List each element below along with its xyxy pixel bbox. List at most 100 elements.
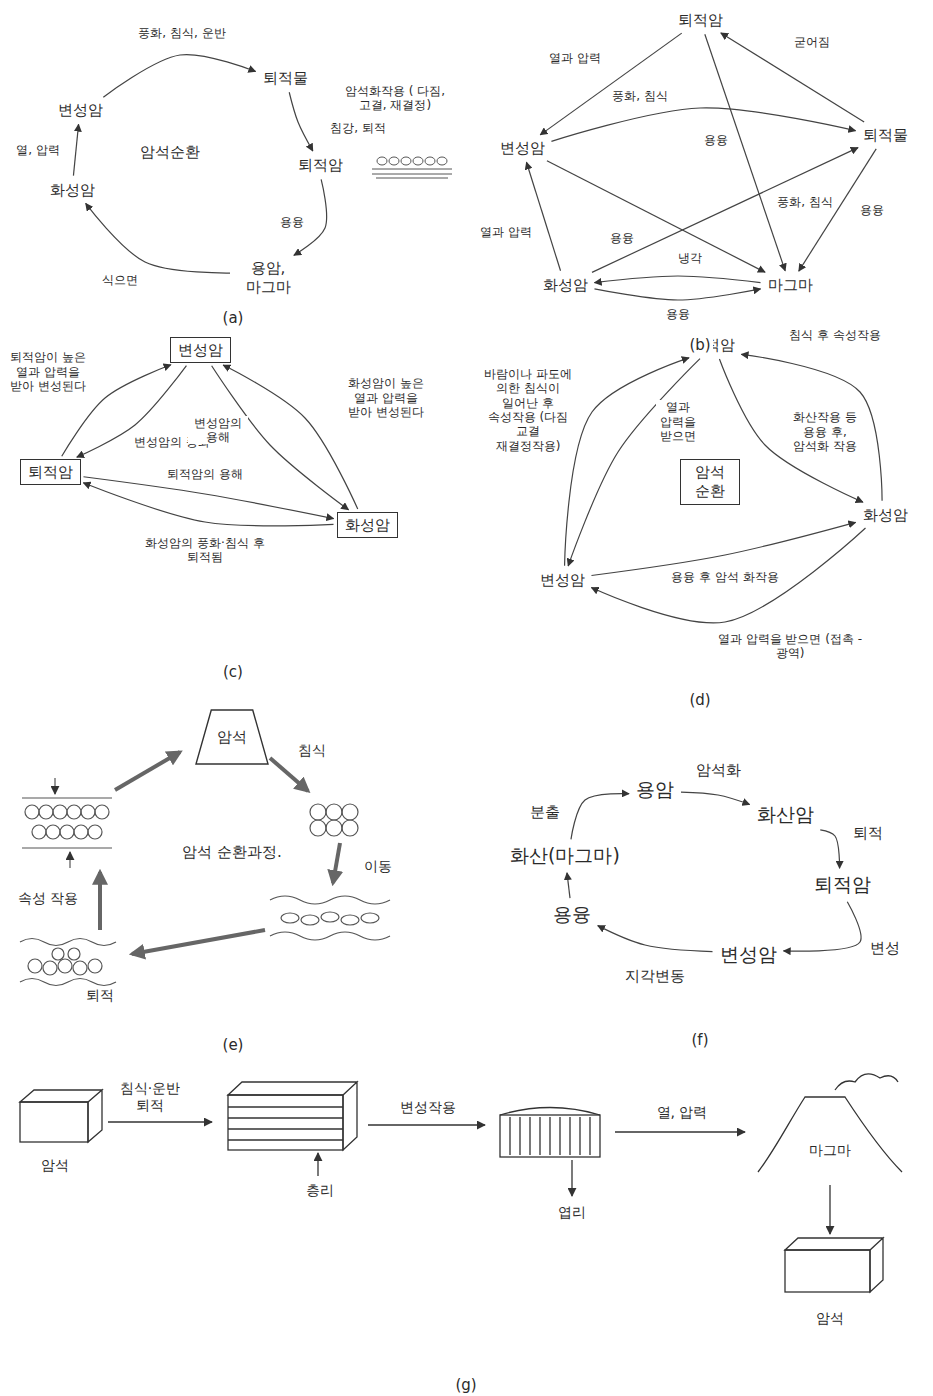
rock-term: 용암, 마그마 xyxy=(233,257,303,299)
grain xyxy=(58,959,72,973)
arrow-label: 용융 xyxy=(664,307,692,321)
arrow-label: 용융 xyxy=(278,215,306,229)
process-arrow xyxy=(719,359,862,502)
annotation-label: 침식 xyxy=(296,742,328,759)
arrow-label: 열과 압력 xyxy=(547,51,603,65)
annotation-label: (a) xyxy=(221,309,246,327)
rock-term: 마그마 xyxy=(764,274,817,297)
arrow-label: 풍화, 침식, 운반 xyxy=(136,26,227,40)
process-arrow xyxy=(115,752,180,790)
rock-box: 퇴적암 xyxy=(20,459,81,486)
annotation-label: 침식·운반 퇴적 xyxy=(112,1080,188,1114)
process-arrow xyxy=(591,528,865,623)
grain xyxy=(321,912,339,922)
mountain-outline xyxy=(196,710,268,764)
arrow-label: 열과 압력을 받으면 xyxy=(656,400,700,443)
rock-term: 퇴적암 xyxy=(294,154,347,177)
arrow-label: 화산작용 등 용융 후, 암석화 작용 xyxy=(788,410,862,453)
node-text: 용융 xyxy=(553,903,591,927)
annotation-label: 암석 xyxy=(814,1310,846,1327)
arrow-label: 열, 압력 xyxy=(14,143,62,157)
grain xyxy=(32,825,46,839)
node-text: 변성암 xyxy=(500,139,545,158)
arrow-label: 암석화작용 ( 다짐, 고결, 재결정) xyxy=(328,84,462,113)
rock-box: 암석 순환 xyxy=(680,459,740,505)
process-arrow xyxy=(591,522,855,575)
arrow-label: 암석화 xyxy=(694,761,743,779)
grain xyxy=(342,820,358,836)
grain xyxy=(25,805,39,819)
node-text: 변성암 xyxy=(720,943,777,967)
grain xyxy=(95,805,109,819)
rock-term: 화산(마그마) xyxy=(506,842,624,870)
grain xyxy=(342,804,358,820)
process-arrow xyxy=(540,33,681,135)
rock-term: 변성암 xyxy=(54,99,107,122)
pressure-arrow xyxy=(69,852,70,868)
annotation-label: (e) xyxy=(221,1036,246,1054)
arrow-label: 퇴적 xyxy=(851,824,885,842)
arrow-label: 용융 xyxy=(702,133,730,147)
arrow-label: 분출 xyxy=(528,803,562,821)
mountain-shape: 암석 xyxy=(195,709,269,765)
grain xyxy=(361,913,379,923)
foliated-block xyxy=(500,1108,600,1116)
node-text: 용암 xyxy=(636,778,674,802)
arrow-label: 풍화, 침식 xyxy=(610,89,670,103)
grain xyxy=(437,157,447,165)
rock-term: 변성암 xyxy=(496,137,549,160)
node-text: 퇴적암 xyxy=(678,11,723,30)
rock-term: 퇴적암 xyxy=(810,871,875,899)
process-arrow xyxy=(98,872,102,930)
arrow-label: 열과 압력 xyxy=(478,225,534,239)
node-text: 퇴적암 xyxy=(298,156,343,175)
arrow-label: 용융 xyxy=(608,231,636,245)
grain xyxy=(281,913,299,923)
node-text: 마그마 xyxy=(768,276,813,295)
node-text: 화성암 xyxy=(543,276,588,295)
grain xyxy=(88,959,102,973)
process-arrow xyxy=(741,354,882,500)
grain xyxy=(46,825,60,839)
annotation-label: 엽리 xyxy=(556,1204,588,1221)
grain xyxy=(53,805,67,819)
process-arrow xyxy=(594,289,760,300)
rock-term: 화성암 xyxy=(859,504,912,527)
annotation-label: 암석 xyxy=(39,1157,71,1174)
process-arrow xyxy=(547,161,765,273)
grain xyxy=(326,820,342,836)
rock-term: 퇴적물 xyxy=(259,67,312,90)
arrow-label: 퇴적암의 용해 xyxy=(165,467,245,481)
process-arrow xyxy=(567,873,570,898)
rock-block xyxy=(20,1102,88,1142)
rock-block xyxy=(785,1238,883,1292)
rock-term: 화성암 xyxy=(539,274,592,297)
rock-term: 화산암 xyxy=(753,801,818,829)
process-arrow xyxy=(103,55,255,98)
layered-block xyxy=(228,1095,343,1150)
annotation-label: 열, 압력 xyxy=(655,1104,710,1121)
leader-arrow xyxy=(571,1160,572,1196)
process-arrow xyxy=(108,1121,212,1122)
bedding-lines xyxy=(228,1107,343,1140)
node-text: 퇴적물 xyxy=(863,126,908,145)
arrow-label: 화성암이 높은 열과 압력을 받아 변성된다 xyxy=(341,376,431,419)
node-text: 퇴적암 xyxy=(28,463,73,482)
connectors xyxy=(62,33,882,952)
process-arrow xyxy=(598,926,713,952)
water-waves xyxy=(270,896,390,940)
rock-term: 화성암 xyxy=(46,179,99,202)
rock-term: 변성암 xyxy=(536,569,589,592)
process-arrow xyxy=(681,792,750,804)
arrow-label: 침식 후 속성작용 xyxy=(787,328,883,342)
arrow-label: 냉각 xyxy=(676,251,704,265)
node-text: 암석 xyxy=(217,728,247,747)
node-text: 용암, 마그마 xyxy=(237,259,299,297)
arrow-label: 풍화, 침식 xyxy=(775,195,835,209)
process-arrow xyxy=(368,1124,485,1125)
process-arrow xyxy=(289,92,313,151)
annotation-label: (g) xyxy=(453,1376,478,1394)
process-arrow xyxy=(83,483,333,526)
foliation-lines xyxy=(510,1117,590,1155)
